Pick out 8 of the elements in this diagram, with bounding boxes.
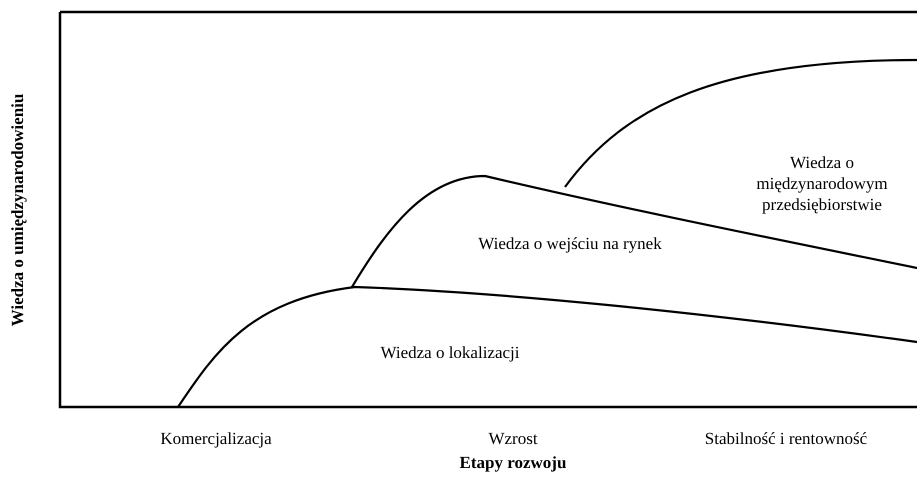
- stage-label: Wzrost: [487, 428, 539, 449]
- x-axis-title: Etapy rozwoju: [458, 452, 568, 473]
- stage-label: Stabilność i rentowność: [704, 428, 868, 449]
- region-label: Wiedza o wejściu na rynek: [477, 233, 663, 254]
- region-label: Wiedza o lokalizacji: [379, 342, 521, 363]
- stage-label: Komercjalizacja: [159, 428, 273, 449]
- region-label: Wiedza o międzynarodowym przedsiębiorstwie: [755, 152, 889, 215]
- y-axis-title: Wiedza o umiędzynarodowieniu: [8, 94, 28, 326]
